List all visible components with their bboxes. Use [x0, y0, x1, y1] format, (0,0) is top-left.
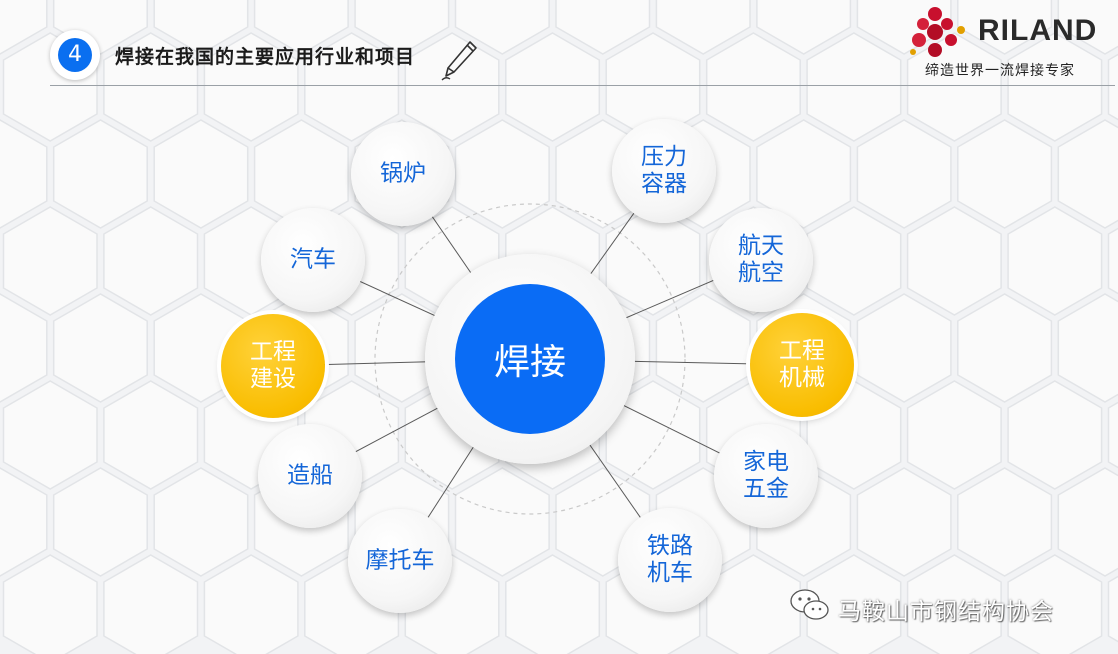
watermark-text: 马鞍山市钢结构协会: [838, 599, 1054, 625]
bg-hexagon: [957, 293, 1053, 403]
bg-hexagon: [806, 206, 902, 316]
bg-hexagon: [1057, 119, 1118, 229]
industry-node-label: 工程 机械: [779, 338, 825, 391]
bg-hexagon: [756, 119, 852, 229]
bg-hexagon: [1057, 467, 1118, 577]
bg-hexagon: [52, 119, 148, 229]
bg-hexagon: [0, 293, 48, 403]
bg-hexagon: [1007, 206, 1103, 316]
bg-hexagon: [103, 206, 199, 316]
orbit-dashed-ring: [374, 203, 686, 515]
bg-hexagon: [705, 32, 801, 142]
hub-label: 焊接: [493, 342, 566, 383]
industry-node-right-2: 工程 机械: [750, 313, 854, 417]
industry-node-left-4: 摩托车: [348, 509, 452, 613]
bg-hexagon: [1107, 227, 1118, 295]
industry-node-left-3: 造船: [258, 424, 362, 528]
bg-hexagon: [756, 0, 852, 55]
bg-hexagon: [203, 554, 299, 654]
industry-node-label: 造船: [287, 462, 333, 489]
bg-hexagon: [957, 0, 1053, 55]
bg-hexagon: [0, 467, 48, 577]
pen-icon: [441, 41, 477, 81]
industry-node-label: 家电 五金: [743, 449, 789, 502]
bg-hexagon: [153, 119, 249, 229]
industry-node-label: 压力 容器: [641, 144, 687, 197]
bg-hexagon: [1057, 0, 1118, 55]
bg-hexagon: [354, 0, 450, 55]
bg-hexagon: [103, 32, 199, 142]
industry-node-label: 航天 航空: [738, 233, 784, 286]
bg-hexagon: [906, 380, 1002, 490]
section-number-badge: 4: [50, 30, 100, 80]
bg-hexagon: [957, 467, 1053, 577]
bg-hexagon: [957, 119, 1053, 229]
bg-hexagon: [806, 32, 902, 142]
page-title: 焊接在我国的主要应用行业和项目: [115, 46, 416, 68]
bg-hexagon: [555, 0, 651, 55]
bg-hexagon: [2, 206, 98, 316]
bg-hexagon: [655, 0, 751, 55]
bg-hexagon: [806, 554, 902, 654]
industry-node-label: 锅炉: [380, 160, 426, 187]
bg-hexagon: [1007, 32, 1103, 142]
industry-node-right-1: 航天 航空: [709, 208, 813, 312]
bg-hexagon: [906, 206, 1002, 316]
industry-node-right-3: 家电 五金: [714, 424, 818, 528]
bg-hexagon: [153, 0, 249, 55]
bg-hexagon: [304, 32, 400, 142]
bg-hexagon: [454, 467, 550, 577]
bg-hexagon: [505, 554, 601, 654]
bg-hexagon: [505, 32, 601, 142]
industry-node-left-0: 锅炉: [351, 122, 455, 226]
industry-node-label: 汽车: [290, 246, 336, 273]
industry-node-right-0: 压力 容器: [612, 119, 716, 223]
bg-hexagon: [605, 32, 701, 142]
bg-hexagon: [1107, 401, 1118, 469]
bg-hexagon: [103, 380, 199, 490]
bg-hexagon: [103, 554, 199, 654]
wechat-icon: [790, 589, 829, 620]
bg-hexagon: [0, 0, 48, 55]
riland-logo-icon: [910, 7, 965, 57]
bg-hexagon: [203, 32, 299, 142]
bg-hexagon: [2, 554, 98, 654]
bg-hexagon: [906, 554, 1002, 654]
industry-node-label: 摩托车: [365, 547, 435, 574]
bg-hexagon: [52, 293, 148, 403]
logo-slogan: 缔造世界一流焊接专家: [925, 63, 1075, 79]
industry-node-label: 铁路 机车: [647, 533, 693, 586]
industry-node-label: 工程 建设: [250, 339, 296, 392]
bg-hexagon: [0, 119, 48, 229]
bg-hexagon: [153, 467, 249, 577]
bg-hexagon: [253, 119, 349, 229]
bg-hexagon: [856, 467, 952, 577]
industry-node-right-4: 铁路 机车: [618, 508, 722, 612]
bg-hexagon: [404, 32, 500, 142]
industry-node-left-2: 工程 建设: [221, 314, 325, 418]
bg-hexagon: [906, 32, 1002, 142]
bg-hexagon: [856, 119, 952, 229]
bg-hexagon: [454, 119, 550, 229]
bg-hexagon: [1007, 380, 1103, 490]
bg-hexagon: [1057, 293, 1118, 403]
section-number: 4: [58, 38, 92, 72]
industry-node-left-1: 汽车: [261, 208, 365, 312]
bg-hexagon: [2, 380, 98, 490]
bg-hexagon: [52, 0, 148, 55]
riland-logo-text: RILAND: [978, 14, 1098, 47]
bg-hexagon: [705, 554, 801, 654]
header-divider: [50, 85, 1115, 86]
bg-hexagon: [1107, 53, 1118, 121]
bg-hexagon: [52, 467, 148, 577]
bg-hexagon: [1007, 554, 1103, 654]
bg-hexagon: [856, 293, 952, 403]
hub-welding: 焊接: [455, 284, 605, 434]
bg-hexagon: [454, 0, 550, 55]
bg-hexagon: [253, 0, 349, 55]
bg-hexagon: [1107, 575, 1118, 643]
